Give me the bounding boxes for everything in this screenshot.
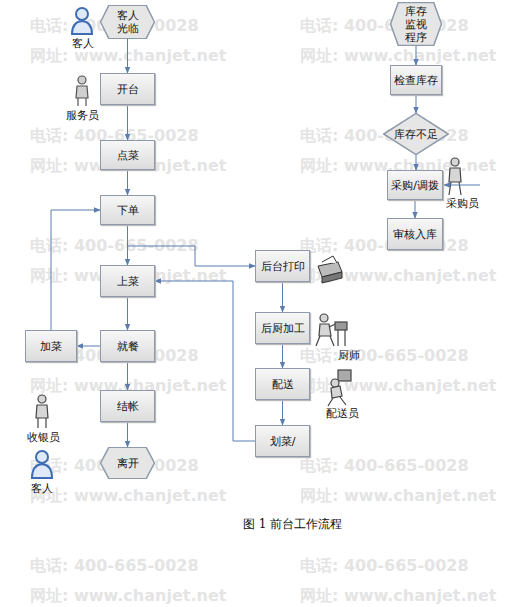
role-label: 厨师 xyxy=(338,348,360,363)
node-text: 下单 xyxy=(117,204,139,217)
flow-arrow xyxy=(282,400,283,425)
figure-caption: 图 1 前台工作流程 xyxy=(243,516,342,533)
watermark: 网址: www.chanjet.net xyxy=(300,586,496,607)
process-box: 开台 xyxy=(100,73,155,105)
watermark: 网址: www.chanjet.net xyxy=(30,586,226,607)
process-box: 划菜/ xyxy=(255,425,310,457)
node-text: 检查库存 xyxy=(394,74,438,87)
process-box: 审核入库 xyxy=(387,218,443,250)
role-label: 配送员 xyxy=(326,406,359,421)
flow-arrow xyxy=(416,46,417,65)
watermark: 电话: 400-665-0028 xyxy=(300,346,469,367)
flow-arrow xyxy=(415,200,416,218)
flow-arrow xyxy=(282,344,283,368)
node-text: 就餐 xyxy=(117,340,139,353)
flow-arrow xyxy=(127,39,128,73)
watermark: 网址: www.chanjet.net xyxy=(30,486,226,507)
watermark: 网址: www.chanjet.net xyxy=(300,46,496,67)
process-box: 配送 xyxy=(255,368,310,400)
node-text: 配送 xyxy=(272,378,294,391)
printer-icon xyxy=(318,256,342,283)
waiter-icon xyxy=(76,76,88,106)
chef-icon xyxy=(316,314,347,346)
watermark: 网址: www.chanjet.net xyxy=(30,46,226,67)
node-text: 开台 xyxy=(117,83,139,96)
role-label: 客人 xyxy=(72,36,94,51)
flow-arrow xyxy=(127,170,128,195)
role-label: 客人 xyxy=(31,481,53,496)
cashier-icon xyxy=(36,395,48,428)
process-box: 下单 xyxy=(100,195,155,225)
node-text: 采购/调拨 xyxy=(391,179,439,192)
node-text: 审核入库 xyxy=(393,228,437,241)
watermark: 电话: 400-665-0028 xyxy=(300,236,469,257)
watermark: 电话: 400-665-0028 xyxy=(30,556,199,577)
node-text: 后厨加工 xyxy=(261,322,305,335)
process-box: 点菜 xyxy=(100,140,155,170)
flow-arrow xyxy=(127,362,128,390)
watermark: 网址: www.chanjet.net xyxy=(300,376,496,397)
process-box: 结帐 xyxy=(100,390,155,422)
terminal-hexagon: 库存 监视 程序 xyxy=(390,2,442,46)
process-box: 上菜 xyxy=(100,265,155,297)
process-box: 采购/调拨 xyxy=(387,170,443,200)
role-label: 服务员 xyxy=(66,108,99,123)
process-box: 检查库存 xyxy=(390,65,442,95)
node-text: 点菜 xyxy=(117,149,139,162)
process-box: 后台打印 xyxy=(255,250,310,282)
node-text: 客人 光临 xyxy=(113,9,143,35)
flow-arrow xyxy=(416,155,417,170)
node-text: 库存 监视 程序 xyxy=(401,5,431,44)
decision-diamond: 库存不足 xyxy=(383,113,449,155)
flow-arrow xyxy=(127,105,128,140)
flow-arrow xyxy=(127,422,128,447)
leader-arrow xyxy=(444,185,480,186)
watermark: 电话: 400-665-0028 xyxy=(300,556,469,577)
terminal-hexagon: 离开 xyxy=(100,447,155,479)
node-text: 后台打印 xyxy=(261,260,305,273)
process-box: 就餐 xyxy=(100,330,155,362)
role-label: 采购员 xyxy=(446,196,479,211)
flow-arrow xyxy=(128,225,256,266)
process-box: 后厨加工 xyxy=(255,312,310,344)
watermark: 电话: 400-665-0028 xyxy=(300,456,469,477)
flow-arrow xyxy=(77,346,100,347)
watermark: 电话: 400-665-0028 xyxy=(300,16,469,37)
process-box: 加菜 xyxy=(25,330,77,362)
flow-arrow xyxy=(282,282,283,312)
purchaser-icon xyxy=(449,158,461,195)
flow-arrow xyxy=(416,95,417,113)
terminal-hexagon: 客人 光临 xyxy=(100,5,155,39)
node-text: 划菜/ xyxy=(270,435,296,448)
node-text: 加菜 xyxy=(40,340,62,353)
flow-arrow xyxy=(127,297,128,330)
node-text: 上菜 xyxy=(117,275,139,288)
node-text: 结帐 xyxy=(117,400,139,413)
node-text: 库存不足 xyxy=(394,128,438,141)
role-label: 收银员 xyxy=(27,430,60,445)
node-text: 离开 xyxy=(117,457,139,470)
watermark: 网址: www.chanjet.net xyxy=(300,486,496,507)
